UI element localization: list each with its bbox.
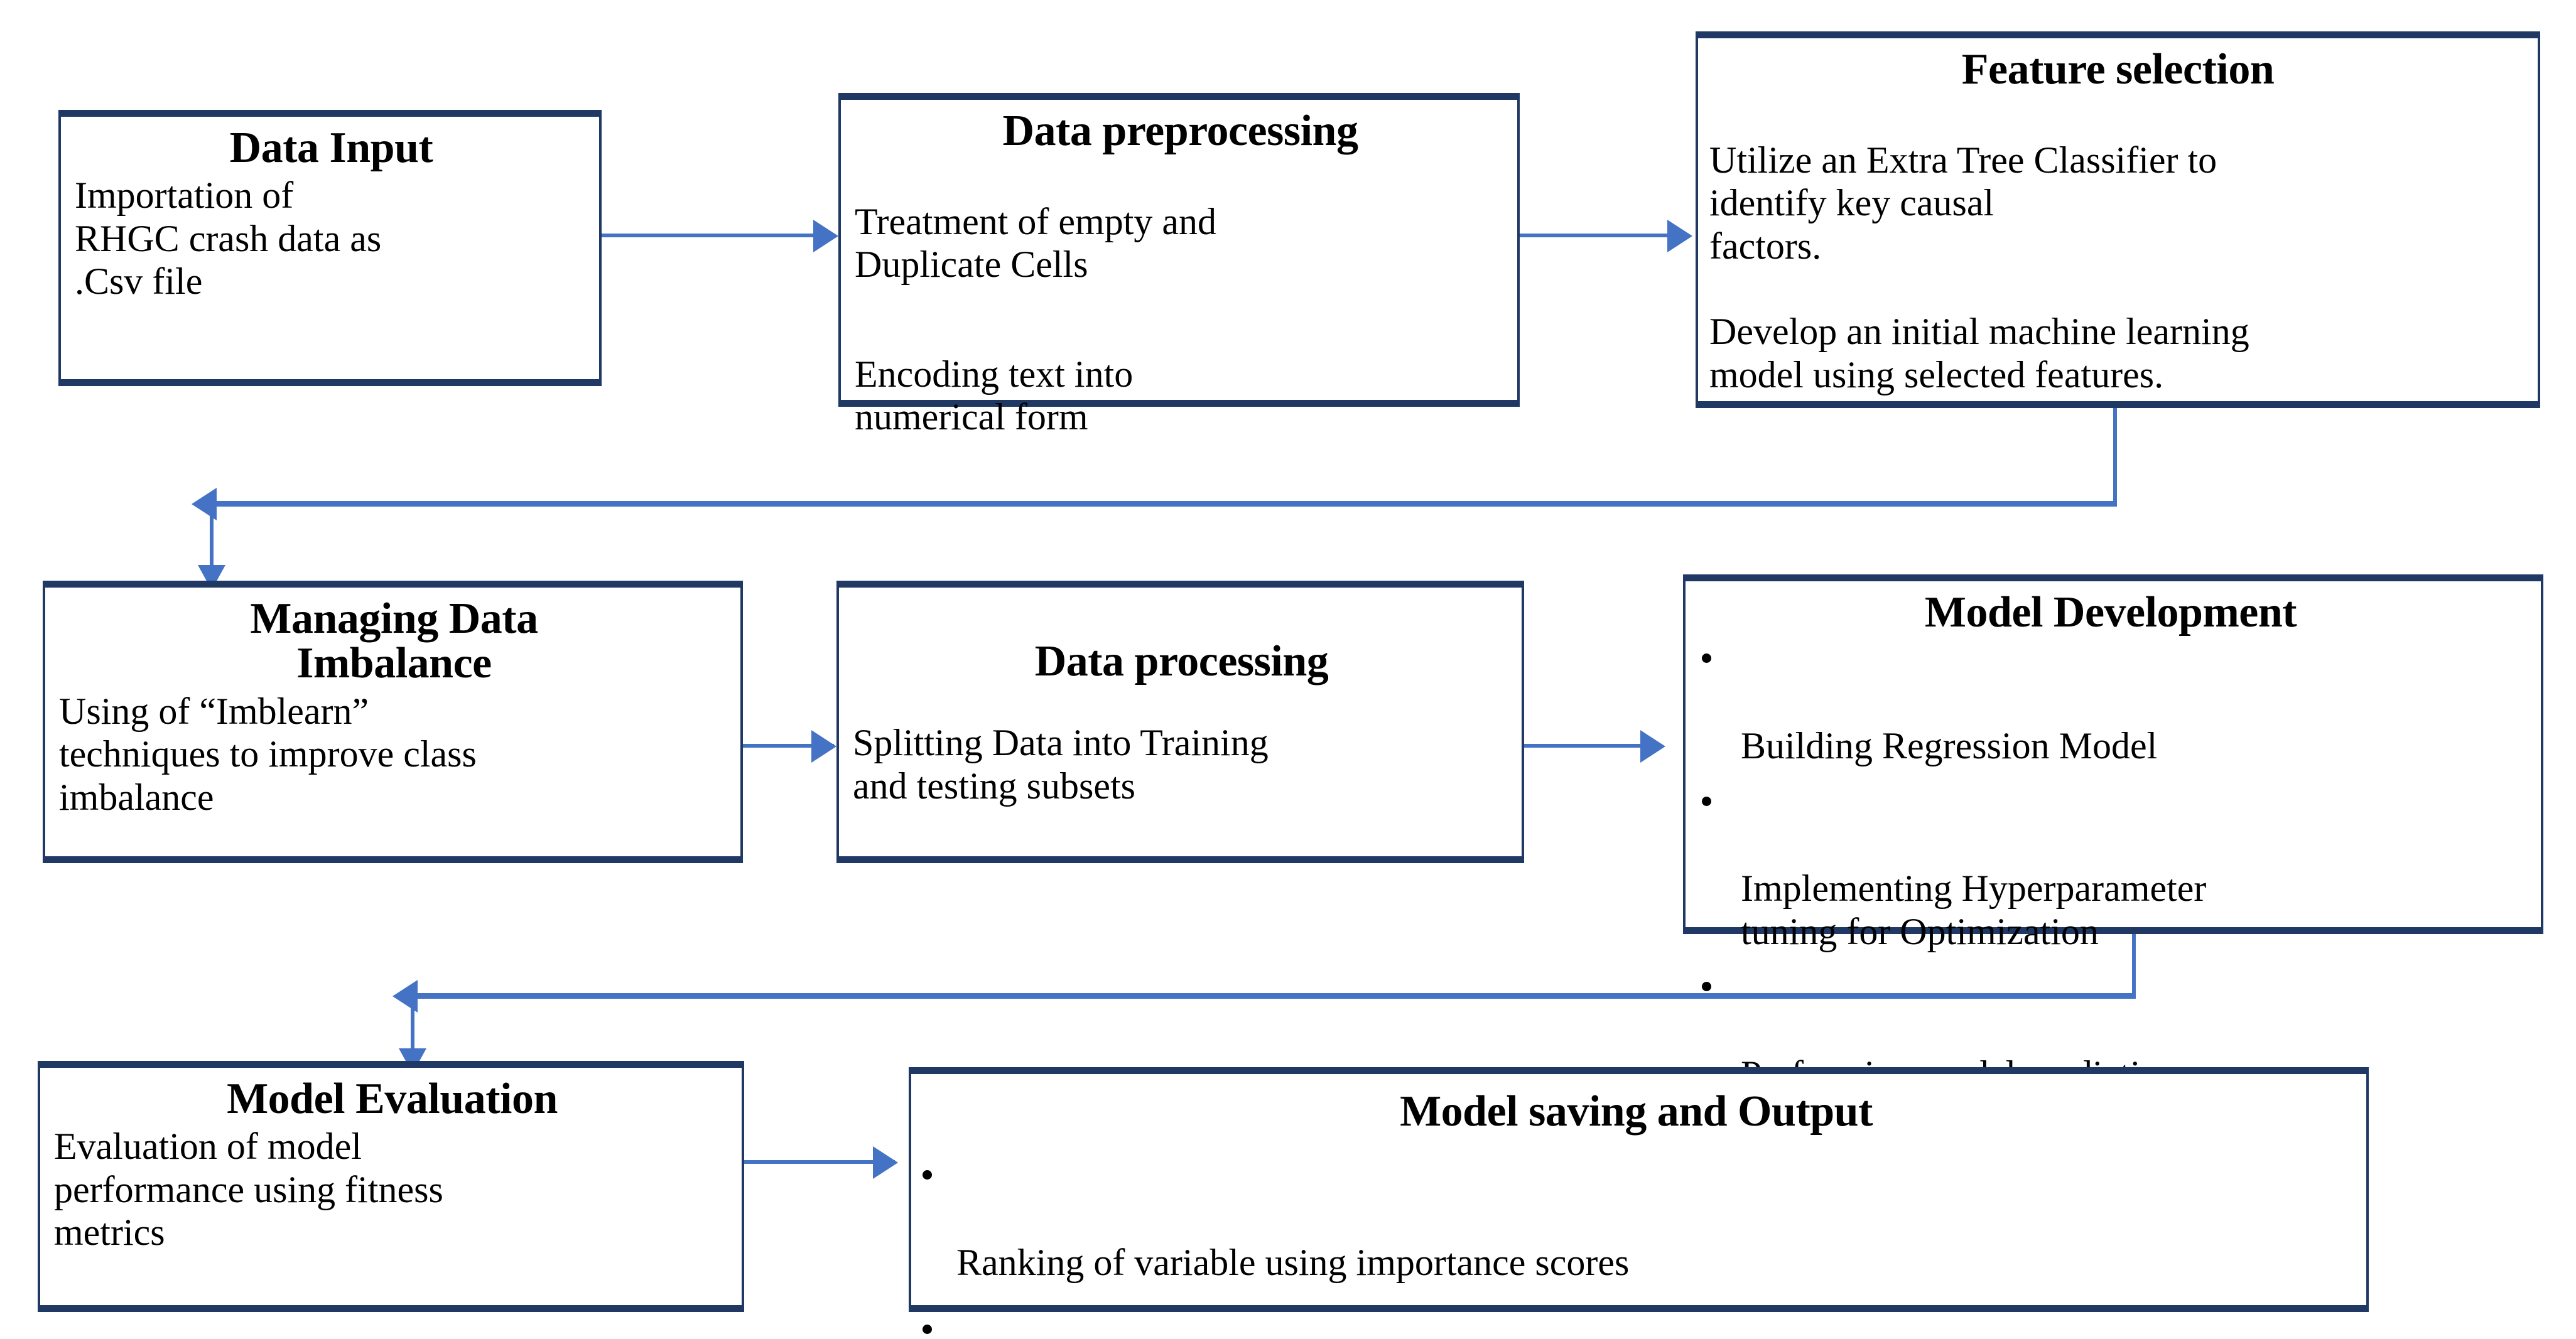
list-item: Building Regression Model	[1692, 638, 2530, 767]
edge-1-line	[602, 234, 835, 237]
node-model-evaluation[interactable]: Model Evaluation Evaluation of model per…	[38, 1061, 744, 1312]
node-title: Feature selection	[1961, 45, 2275, 94]
edge-6-segment-down2	[411, 993, 414, 1058]
node-title: Data Input	[229, 124, 433, 172]
list-item-label: Ranking of variable using importance sco…	[956, 1242, 1630, 1284]
node-body-line: Encoding text into numerical form	[855, 353, 1134, 438]
node-title: Data processing	[1034, 637, 1329, 686]
node-title: Data preprocessing	[1002, 107, 1358, 155]
list-item-label: Implementing Hyperparameter tuning for O…	[1741, 868, 2207, 952]
node-feature-selection[interactable]: Feature selection Utilize an Extra Tree …	[1696, 31, 2540, 408]
node-title: Managing Data Imbalance	[250, 594, 538, 688]
list-item-label: Building Regression Model	[1741, 725, 2158, 767]
edge-2-line	[1520, 234, 1689, 237]
edge-4-arrowhead	[811, 730, 836, 763]
bullet-icon	[923, 1324, 932, 1334]
edge-1-arrowhead	[813, 220, 838, 252]
node-body: Using of “Imblearn” techniques to improv…	[59, 690, 477, 818]
list-item: Saving of model and Graphical representa…	[917, 1309, 2355, 1339]
list-item: Implementing Hyperparameter tuning for O…	[1692, 782, 2530, 954]
node-data-preprocessing[interactable]: Data preprocessing Treatment of empty an…	[838, 93, 1520, 438]
bullet-icon	[1702, 653, 1711, 664]
node-body: Treatment of empty and Duplicate Cells E…	[855, 157, 1506, 505]
node-body-line: Treatment of empty and Duplicate Cells	[855, 200, 1217, 286]
node-managing-data-imbalance[interactable]: Managing Data Imbalance Using of “Imblea…	[43, 581, 743, 863]
edge-6-segment-down	[2132, 934, 2136, 997]
edge-7-line	[744, 1160, 895, 1164]
edge-3-segment-down	[2113, 408, 2117, 505]
node-body: Utilize an Extra Tree Classifier to iden…	[1709, 95, 2526, 439]
node-title: Model Evaluation	[227, 1075, 558, 1123]
bullet-icon	[1702, 796, 1711, 806]
node-data-input[interactable]: Data Input Importation of RHGC crash dat…	[58, 110, 602, 386]
node-model-development[interactable]: Model Development Building Regression Mo…	[1683, 574, 2543, 1137]
node-body-line: Utilize an Extra Tree Classifier to iden…	[1709, 139, 2217, 267]
node-body: Evaluation of model performance using fi…	[54, 1126, 443, 1254]
edge-4-line	[743, 744, 834, 748]
bullet-icon	[1702, 982, 1711, 992]
edge-5-line	[1524, 744, 1662, 748]
edge-3-segment-down2	[210, 501, 214, 575]
node-title: Model saving and Output	[1400, 1087, 1873, 1136]
node-bullet-list: Ranking of variable using importance sco…	[917, 1155, 2355, 1339]
node-body: Importation of RHGC crash data as .Csv f…	[75, 175, 382, 303]
node-body: Splitting Data into Training and testing…	[853, 722, 1269, 807]
node-body-line: Develop an initial machine learning mode…	[1709, 311, 2249, 395]
node-title: Model Development	[1924, 588, 2297, 637]
edge-6-segment-left	[418, 993, 2136, 999]
edge-7-arrowhead	[873, 1146, 898, 1179]
node-bullet-list: Building Regression Model Implementing H…	[1692, 638, 2530, 1138]
node-model-saving-and-output[interactable]: Model saving and Output Ranking of varia…	[909, 1067, 2369, 1334]
list-item: Ranking of variable using importance sco…	[917, 1155, 2355, 1284]
node-data-processing[interactable]: Data processing Splitting Data into Trai…	[836, 581, 1524, 863]
edge-2-arrowhead	[1667, 220, 1692, 252]
bullet-icon	[923, 1170, 932, 1180]
edge-5-arrowhead	[1640, 730, 1665, 763]
edge-3-segment-left	[217, 501, 2117, 507]
